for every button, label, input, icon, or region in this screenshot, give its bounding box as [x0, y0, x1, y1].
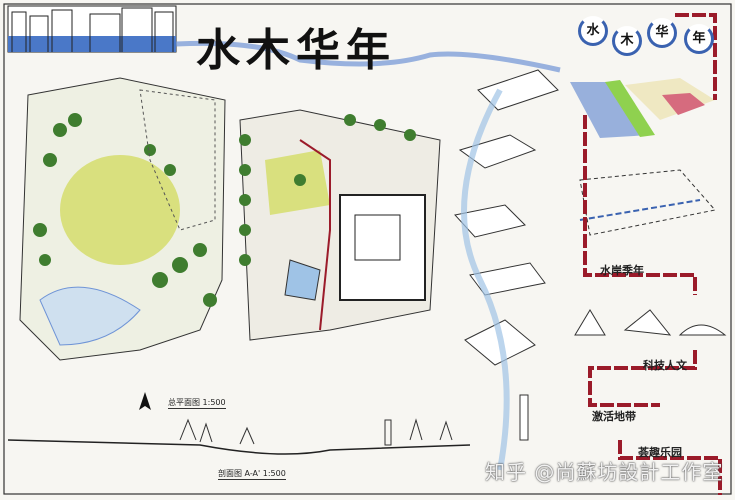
park-plan-left	[19, 77, 226, 361]
river-stroke	[175, 40, 561, 73]
section-heading-4: 荟趣乐园	[638, 446, 682, 459]
poster-title: 水木华年	[196, 25, 396, 76]
zoning-diagram	[570, 78, 716, 236]
concept-circle-year: 年	[684, 24, 714, 54]
section-heading-1: 水岸季年	[600, 264, 644, 277]
concept-circle-wood: 木	[612, 26, 642, 56]
north-arrow-icon	[139, 392, 151, 410]
section-elevation	[7, 418, 471, 455]
plan-scale-label: 总平面图 1:500	[168, 398, 226, 409]
plaza-plan-right	[239, 109, 441, 341]
concept-circle-splendor: 华	[647, 18, 677, 48]
red-frame-lines	[583, 13, 722, 495]
landmark-sketches	[574, 309, 727, 336]
section-scale-label: 剖面图 A-A' 1:500	[218, 469, 286, 480]
skyline-sketch	[7, 5, 177, 53]
section-heading-3: 激活地带	[592, 410, 636, 423]
concept-circle-water: 水	[578, 16, 608, 46]
section-heading-2: 科技人文	[643, 359, 687, 372]
watermark: 知乎 @尚蘇坊設計工作室	[485, 460, 724, 484]
